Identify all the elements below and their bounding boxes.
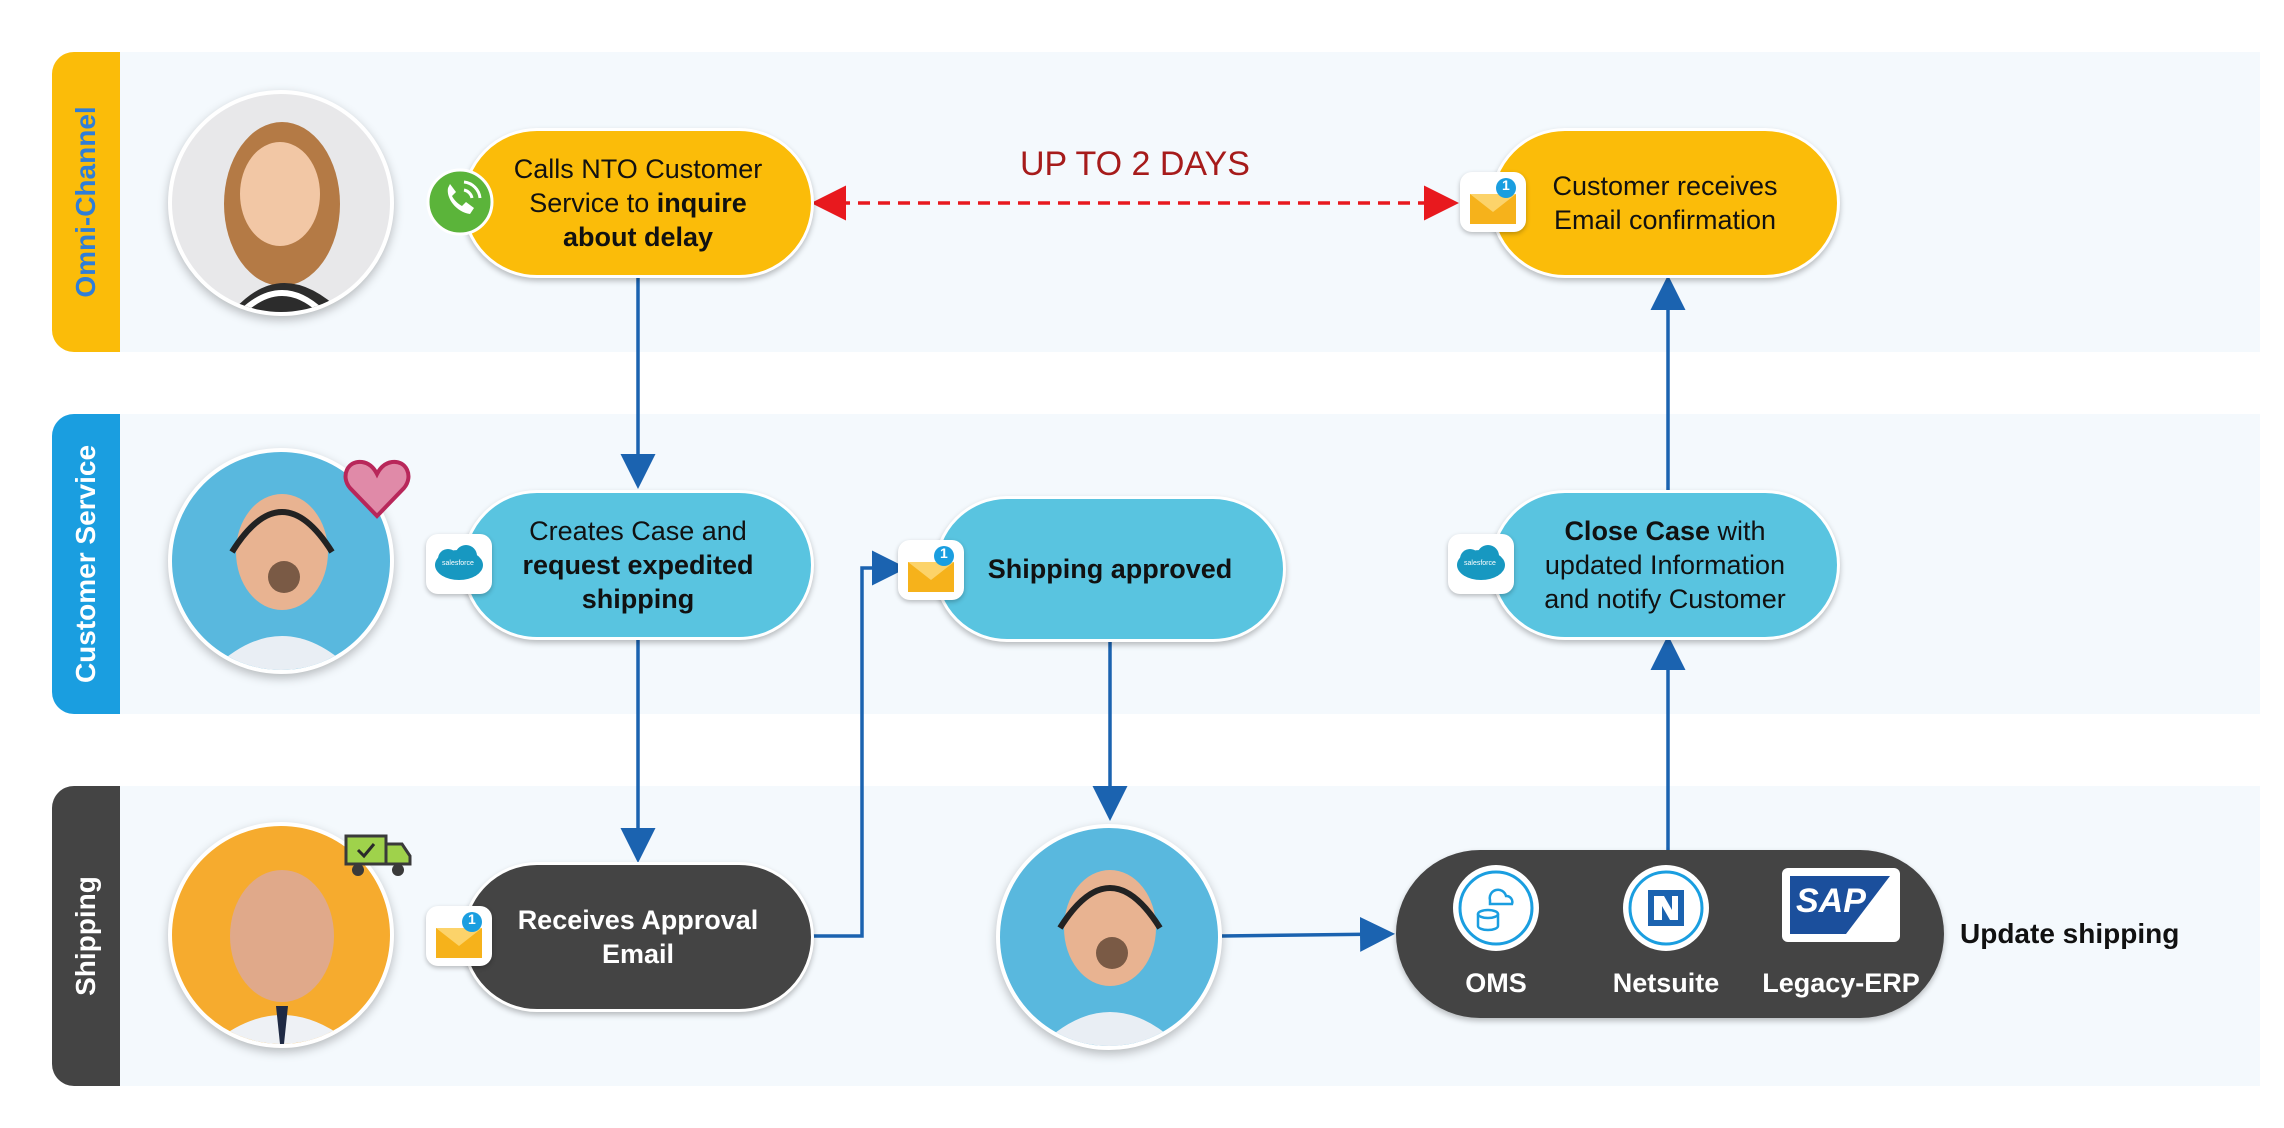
- email-confirm-line1: Customer receives: [1552, 171, 1778, 201]
- calls-line1: Calls NTO Customer: [513, 154, 763, 184]
- receives-approval-line1: Receives Approval: [517, 905, 759, 935]
- calls-line3: about delay: [562, 222, 714, 252]
- email-confirm-mail-count: 1: [1502, 177, 1510, 193]
- close-case-salesforce-icon: salesforce: [1448, 534, 1514, 594]
- close-case-line2: updated Information: [1544, 550, 1786, 580]
- delivery-truck-icon: [342, 832, 414, 885]
- netsuite-icon: [1620, 862, 1712, 959]
- oms-cloud-icon: [1450, 862, 1542, 959]
- create-case-salesforce-icon: salesforce: [426, 534, 492, 594]
- sap-icon: SAP: [1782, 868, 1900, 942]
- shipping-agent-avatar: [996, 824, 1222, 1050]
- create-case-line1: Creates Case and: [529, 516, 747, 546]
- duration-label: UP TO 2 DAYS: [1020, 145, 1250, 183]
- lane-tab-omni-channel: Omni-Channel: [52, 52, 120, 352]
- node-email-confirmation: Customer receives Email confirmation: [1490, 128, 1840, 278]
- email-confirm-mail-icon: 1: [1460, 172, 1526, 232]
- create-case-line3: shipping: [581, 584, 695, 614]
- calls-line2a: Service to: [529, 188, 657, 218]
- arrow-agent-to-systems: [1221, 916, 1395, 952]
- close-case-line3: and notify Customer: [1544, 584, 1786, 614]
- receives-approval-mail-icon: 1: [426, 906, 492, 966]
- arrow-receives-approval-to-shipping-approved: [812, 550, 907, 938]
- node-close-case: Close Case with updated Information and …: [1490, 490, 1840, 640]
- shipping-approved-mail-count: 1: [940, 545, 948, 561]
- shipping-approved-mail-icon: 1: [898, 540, 964, 600]
- receives-approval-mail-count: 1: [468, 911, 476, 927]
- lane-tab-shipping: Shipping: [52, 786, 120, 1086]
- create-case-salesforce-label: salesforce: [442, 560, 474, 567]
- email-confirm-line2: Email confirmation: [1553, 205, 1777, 235]
- close-case-line1a: Close Case: [1564, 516, 1711, 546]
- lane-tab-customer-service: Customer Service: [52, 414, 120, 714]
- phone-call-icon: [426, 168, 494, 241]
- node-receives-approval: Receives Approval Email: [462, 862, 814, 1012]
- system-label-legacy-erp: Legacy-ERP: [1762, 968, 1920, 998]
- system-label-oms: OMS: [1465, 968, 1527, 998]
- shipping-approved-label: Shipping approved: [987, 554, 1233, 584]
- node-calls-customer-service: Calls NTO Customer Service to inquire ab…: [462, 128, 814, 278]
- heart-icon: [342, 458, 412, 525]
- node-shipping-approved: Shipping approved: [934, 496, 1286, 642]
- customer-avatar: [168, 90, 394, 316]
- calls-line2b: inquire: [656, 188, 747, 218]
- system-label-netsuite: Netsuite: [1612, 968, 1720, 998]
- close-case-line1b: with: [1710, 516, 1766, 546]
- node-create-case: Creates Case and request expedited shipp…: [462, 490, 814, 640]
- sap-logo-text: SAP: [1796, 882, 1866, 920]
- close-case-salesforce-label: salesforce: [1464, 560, 1496, 567]
- receives-approval-line2: Email: [601, 939, 675, 969]
- update-shipping-label: Update shipping: [1960, 918, 2180, 949]
- create-case-line2: request expedited: [522, 550, 754, 580]
